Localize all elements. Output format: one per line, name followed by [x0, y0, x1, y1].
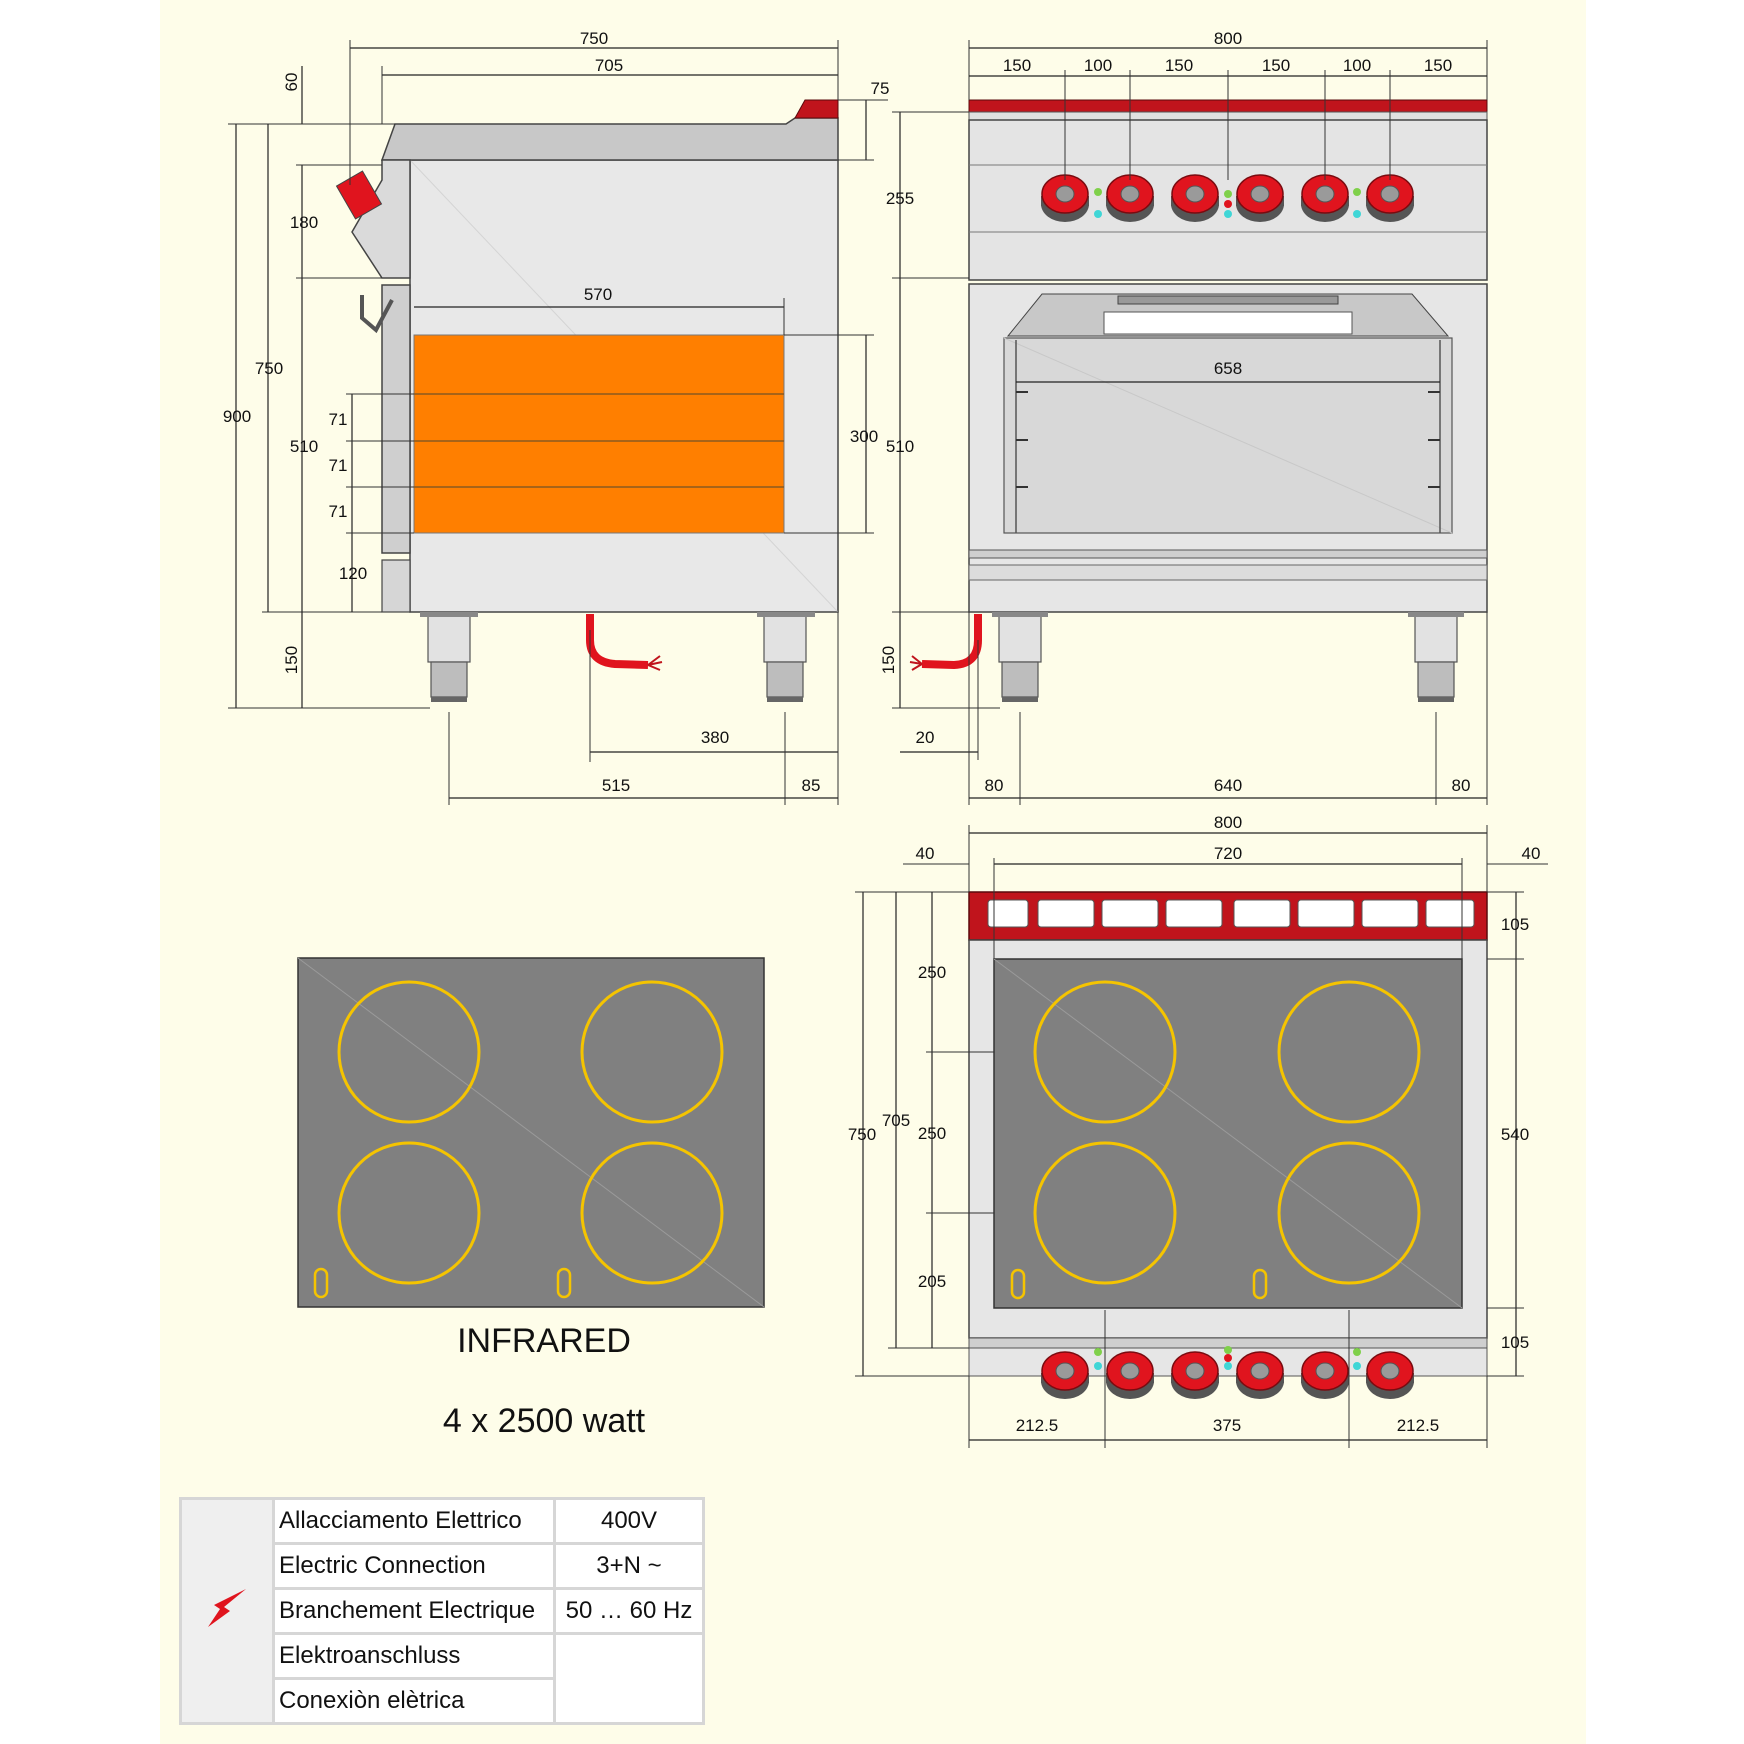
- cooking-zone: [580, 1141, 724, 1285]
- spec-empty-cell: [553, 1632, 705, 1725]
- spec-label: Conexiòn elètrica: [272, 1677, 556, 1725]
- dim-top-depth-inner: 705: [882, 1111, 910, 1130]
- dim-front-cable: 20: [916, 728, 935, 747]
- oven-chamber: [413, 334, 785, 534]
- dim-front-panel: 255: [886, 189, 914, 208]
- cooking-zone: [1033, 1141, 1177, 1285]
- cooking-zone: [337, 1141, 481, 1285]
- spec-label: Allacciamento Elettrico: [272, 1497, 556, 1545]
- dim-top-zone-3: 205: [918, 1272, 946, 1291]
- dim-side-top: 60: [282, 73, 301, 92]
- dim-front-leg-spacing: 640: [1214, 776, 1242, 795]
- side-view: 750 705 60 75 180 570 900 750 510 71 71 …: [223, 29, 890, 805]
- dim-side-oven-height: 510: [290, 437, 318, 456]
- cooking-zone: [580, 980, 724, 1124]
- dim-front-leg-left: 80: [985, 776, 1004, 795]
- side-oven-door: [381, 284, 411, 554]
- side-worktop: [380, 117, 839, 161]
- dim-top-bottom-right: 212.5: [1397, 1416, 1440, 1435]
- top-knobs: [1040, 1346, 1415, 1400]
- dim-front-seg-1: 150: [1003, 56, 1031, 75]
- dim-top-bottom-mid: 375: [1213, 1416, 1241, 1435]
- spec-value-voltage: 400V: [553, 1497, 705, 1545]
- dim-front-leg-right: 80: [1452, 776, 1471, 795]
- spec-label: Elektroanschluss: [272, 1632, 556, 1680]
- dim-top-width-inner: 720: [1214, 844, 1242, 863]
- dim-front-leg: 150: [879, 646, 898, 674]
- dim-rear-leg: 85: [802, 776, 821, 795]
- dim-top-side-right: 40: [1522, 844, 1541, 863]
- front-view: 800 150 100 150 150 100 150 255 510 150 …: [879, 29, 1488, 805]
- dim-shelf-2: 71: [329, 456, 348, 475]
- dim-side-control: 180: [290, 213, 318, 232]
- dim-oven-chamber-height: 300: [850, 427, 878, 446]
- top-view: 800 720 40 40 750 705 250 250 205 105 54…: [848, 813, 1548, 1448]
- dim-side-leg: 150: [282, 646, 301, 674]
- dim-top-front-strip: 105: [1501, 1333, 1529, 1352]
- caption-power: 4 x 2500 watt: [443, 1402, 646, 1440]
- cooking-zone: [337, 980, 481, 1124]
- dim-shelf-3: 71: [329, 502, 348, 521]
- spec-icon-cell: [179, 1497, 275, 1725]
- spec-value-frequency: 50 … 60 Hz: [553, 1587, 705, 1635]
- dim-front-seg-4: 150: [1262, 56, 1290, 75]
- dim-side-body-height: 750: [255, 359, 283, 378]
- power-cable: [586, 614, 649, 669]
- lightning-bolt-icon: [208, 1588, 246, 1627]
- infrared-hob: [297, 957, 765, 1308]
- cooking-zone: [1277, 1141, 1421, 1285]
- dim-top-side-left: 40: [916, 844, 935, 863]
- dim-side-width-inner: 705: [595, 56, 623, 75]
- front-knobs: [1040, 174, 1415, 223]
- cooking-zone: [1277, 980, 1421, 1124]
- dim-front-oven-inner: 658: [1214, 359, 1242, 378]
- spec-label: Electric Connection: [272, 1542, 556, 1590]
- side-back-panel: [794, 99, 839, 119]
- dim-front-seg-6: 150: [1424, 56, 1452, 75]
- dim-front-seg-2: 100: [1084, 56, 1112, 75]
- dim-top-zone-2: 250: [918, 1124, 946, 1143]
- electrical-spec-table: Allacciamento Elettrico 400V Electric Co…: [179, 1497, 705, 1725]
- dim-top-width-total: 800: [1214, 813, 1242, 832]
- dim-top-depth-total: 750: [848, 1125, 876, 1144]
- dim-bottom-gap: 120: [339, 564, 367, 583]
- dim-side-height-total: 900: [223, 407, 251, 426]
- dim-front-oven: 510: [886, 437, 914, 456]
- dim-front-seg-5: 100: [1343, 56, 1371, 75]
- dim-top-zone-1: 250: [918, 963, 946, 982]
- spec-value-phase: 3+N ~: [553, 1542, 705, 1590]
- caption-type: INFRARED: [457, 1322, 631, 1360]
- dim-top-back-strip: 105: [1501, 915, 1529, 934]
- spec-label: Branchement Electrique: [272, 1587, 556, 1635]
- dim-shelf-1: 71: [329, 410, 348, 429]
- dim-front-seg-3: 150: [1165, 56, 1193, 75]
- dim-top-bottom-left: 212.5: [1016, 1416, 1059, 1435]
- dim-leg-spacing: 515: [602, 776, 630, 795]
- dim-side-width-total: 750: [580, 29, 608, 48]
- door-vents: [1117, 295, 1339, 305]
- cooking-zone: [1033, 980, 1177, 1124]
- dim-front-width-total: 800: [1214, 29, 1242, 48]
- dim-top-glass-depth: 540: [1501, 1125, 1529, 1144]
- dim-cable-offset: 380: [701, 728, 729, 747]
- dim-oven-width: 570: [584, 285, 612, 304]
- dim-side-panel-offset: 75: [871, 79, 890, 98]
